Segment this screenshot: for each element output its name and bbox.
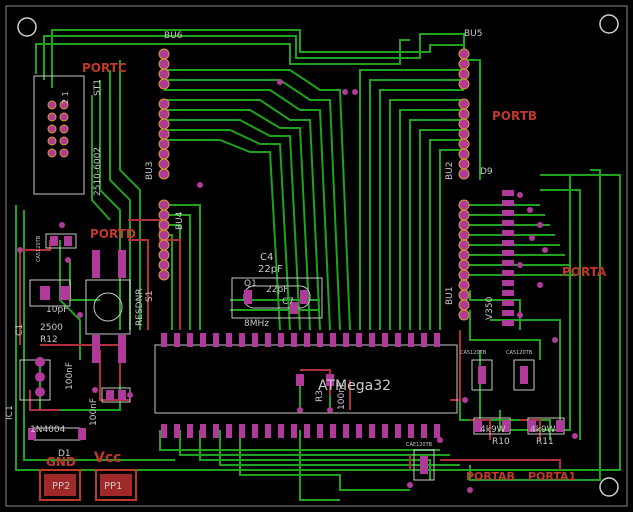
label-pp1: PP1: [104, 481, 122, 492]
label-portab: PORTAB: [466, 470, 515, 483]
label-st1: ST1: [93, 79, 103, 96]
mcu-pads: [161, 333, 440, 438]
s1-outline: [85, 279, 131, 335]
label-q1-freq: 8MHz: [244, 319, 269, 329]
st1-pads: [47, 100, 69, 158]
header-bu5-pads: [458, 48, 470, 321]
label-d1: D1: [58, 449, 71, 459]
label-cap-3: 100nF: [337, 382, 347, 410]
label-bu6: BU6: [164, 31, 183, 41]
label-c4: C4: [260, 252, 273, 263]
label-r-array: V350: [485, 296, 495, 320]
label-portc: PORTC: [82, 61, 127, 75]
label-bu3: BU3: [145, 162, 155, 181]
label-bu5: BU5: [464, 29, 483, 39]
vias: [17, 79, 578, 493]
label-d9: D9: [480, 167, 493, 177]
label-gnd: GND: [46, 455, 76, 469]
mcu-outline: [154, 344, 458, 414]
label-porta: PORTA: [562, 265, 607, 279]
led1-outline: [471, 359, 493, 391]
label-portb: PORTB: [492, 109, 537, 123]
label-pp2: PP2: [52, 481, 70, 492]
label-portd: PORTD: [90, 227, 136, 241]
label-porta1: PORTA1: [528, 470, 576, 483]
pp2-outline: [39, 469, 81, 501]
label-bu1: BU1: [445, 287, 455, 306]
ic1-outline: [19, 359, 51, 401]
label-c1: C1: [15, 324, 25, 336]
led5-outline: [45, 233, 77, 249]
misc-pads: [28, 190, 564, 474]
label-led-part: CA5120TB: [36, 235, 42, 262]
label-led-part-2: CA5120TB: [460, 350, 487, 356]
label-bu2: BU2: [445, 162, 455, 181]
label-c1-val: 2500: [40, 323, 63, 333]
label-q1: Q1: [244, 279, 257, 289]
label-vcc: Vcc: [94, 450, 121, 466]
port-labels: PORTC PORTD PORTB PORTA PORTAB PORTA1 GN…: [46, 61, 607, 483]
label-mcu: ATMega32: [318, 378, 391, 394]
pp-pads: [44, 474, 132, 496]
label-c2-val: 10pF: [46, 305, 68, 315]
label-r11-val: 4k9W: [530, 425, 556, 435]
label-r11: R11: [536, 437, 554, 447]
traces-top: [15, 29, 621, 501]
label-r1: R12: [40, 335, 58, 345]
label-r10-val: 4k9W: [480, 425, 506, 435]
label-c5-val: 22pF: [266, 285, 288, 295]
label-r10: R10: [492, 437, 510, 447]
st1-outline: [33, 75, 85, 195]
label-r-mcu: R3: [315, 390, 325, 402]
board-outline: [5, 5, 628, 507]
header-bu6-pads: [158, 48, 170, 281]
label-st1-pins: 2 1: [61, 91, 70, 104]
label-st1-part: 2510-6002: [93, 147, 103, 196]
label-led-part-4: CAE120TB: [406, 442, 433, 448]
led2-outline: [513, 359, 535, 391]
label-bu4: BU4: [175, 211, 185, 230]
label-ic1: IC1: [5, 405, 15, 420]
label-cap-1: 100nF: [65, 362, 75, 390]
label-cap-2: 100nF: [89, 398, 99, 426]
pp1-outline: [95, 469, 137, 501]
label-c4-val: 22pF: [258, 264, 283, 275]
silkscreen-outlines: [19, 75, 565, 501]
led3-outline: [413, 449, 435, 481]
silk-labels: BU6 BU5 BU3 BU4 BU2 BU1 ST1 2510-6002 2 …: [5, 29, 556, 492]
label-led-part-3: CA5120TB: [506, 350, 533, 356]
label-d1-part: 1N4004: [30, 425, 66, 435]
mounting-holes: [17, 14, 619, 497]
label-s1-part: RESDNR: [135, 288, 145, 326]
label-s1: S1: [145, 291, 155, 302]
label-cv: C7: [282, 297, 294, 307]
